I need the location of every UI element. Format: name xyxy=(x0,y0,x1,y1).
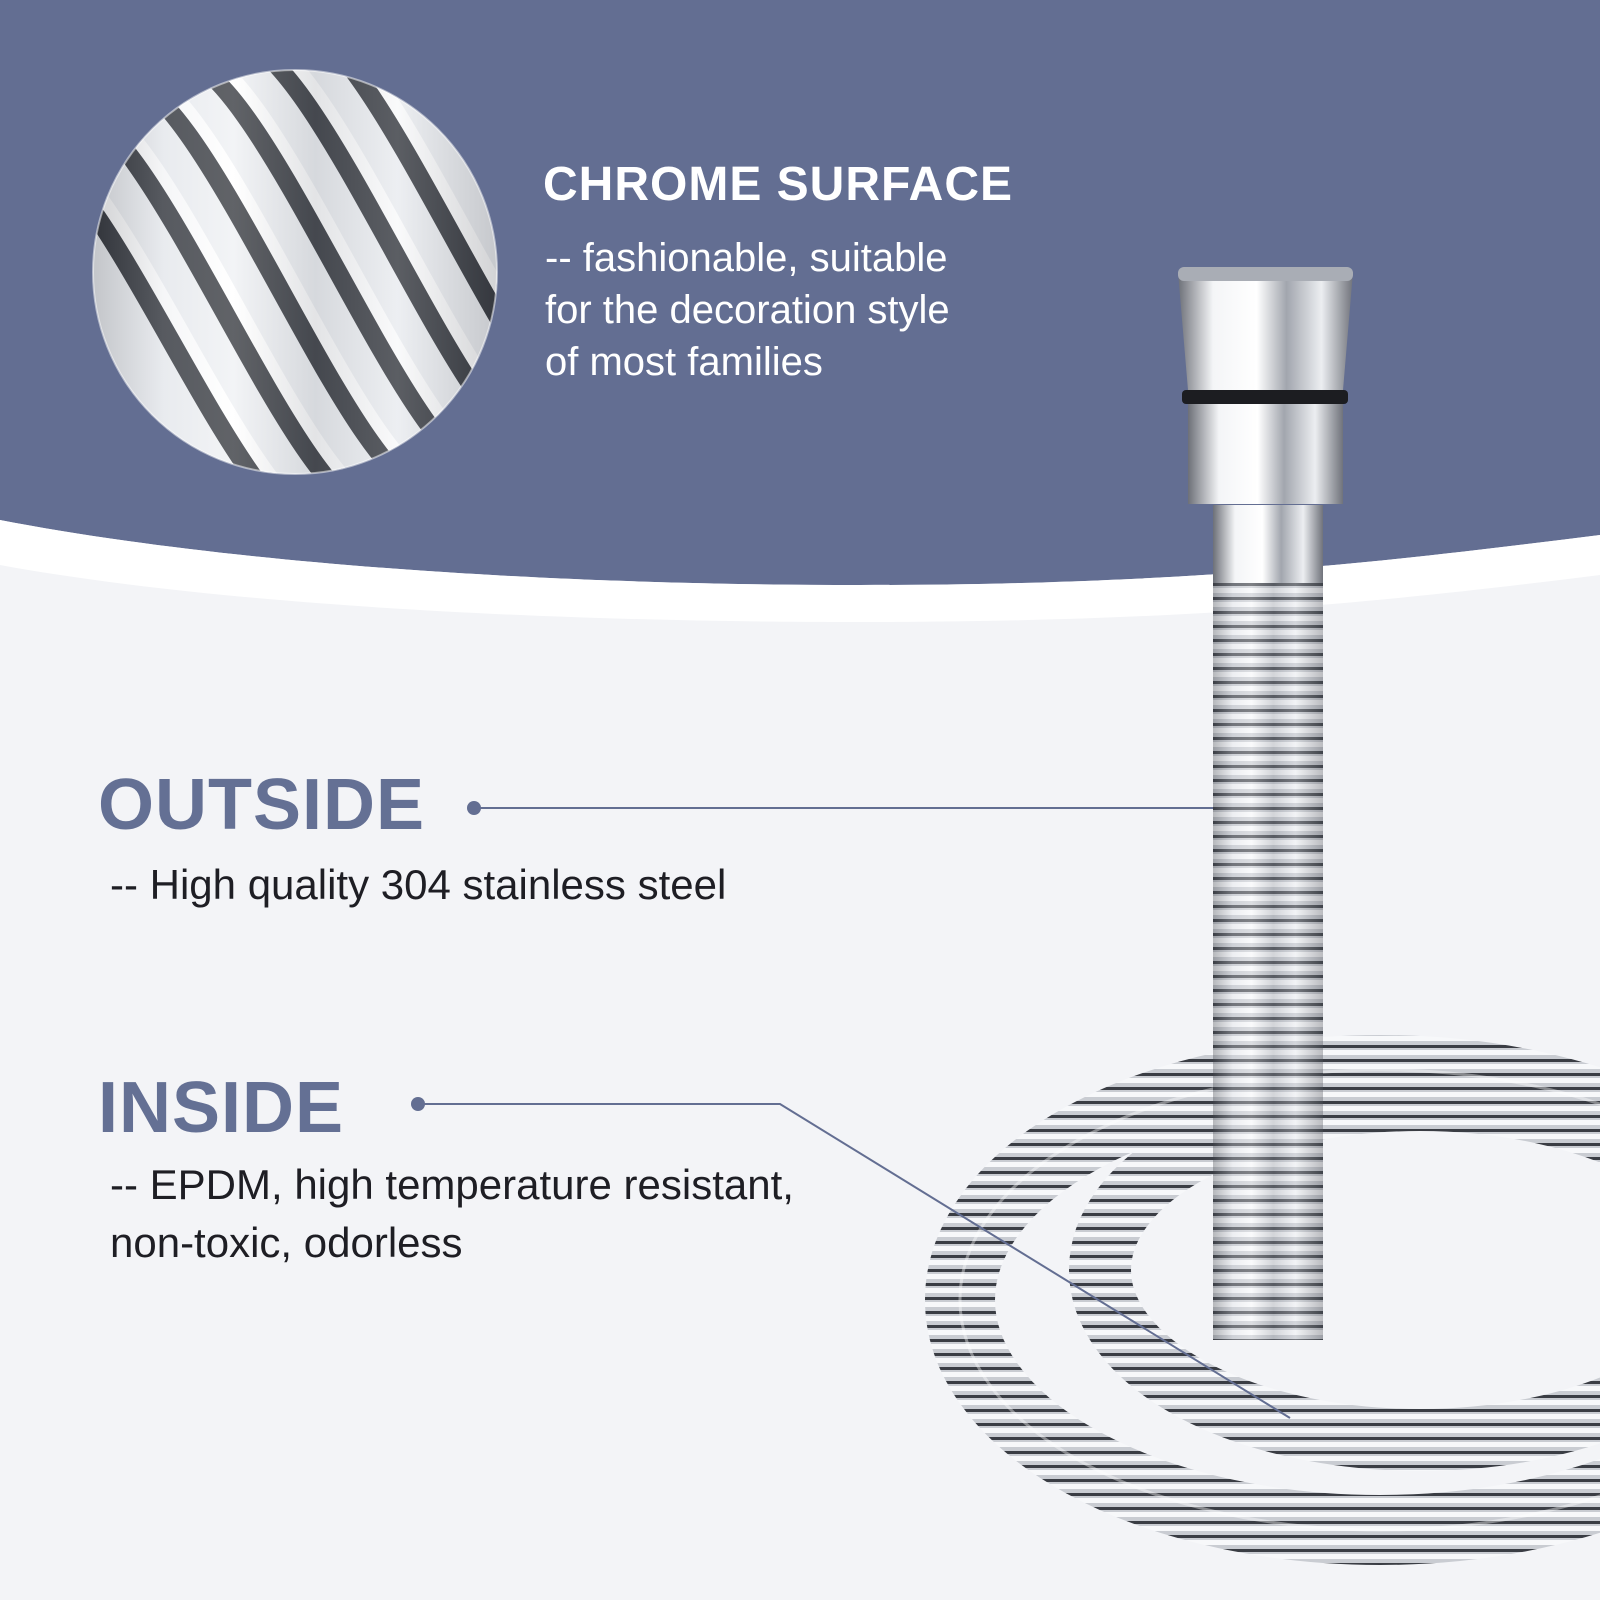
banner-wave-highlight xyxy=(0,520,1600,622)
chrome-surface-title: CHROME SURFACE xyxy=(543,158,1014,211)
hose-nut-upper xyxy=(1178,272,1353,390)
outside-title: OUTSIDE xyxy=(98,765,426,845)
inside-title: INSIDE xyxy=(98,1068,345,1148)
hose-connector-neck xyxy=(1213,505,1323,583)
hose-nut-lower xyxy=(1188,404,1343,504)
outside-callout-dot xyxy=(467,801,481,815)
outside-description: -- High quality 304 stainless steel xyxy=(110,861,727,908)
chrome-surface-line: -- fashionable, suitable xyxy=(545,236,948,280)
o-ring xyxy=(1182,390,1348,404)
chrome-surface-closeup xyxy=(93,70,497,474)
chrome-surface-line: of most families xyxy=(545,340,823,384)
chrome-surface-description: -- fashionable, suitable for the decorat… xyxy=(545,232,1065,388)
hose-coil xyxy=(925,1035,1600,1565)
inside-callout-dot xyxy=(411,1097,425,1111)
chrome-surface-line: for the decoration style xyxy=(545,288,950,332)
callout-lines xyxy=(418,807,1291,1419)
inside-line: non-toxic, odorless xyxy=(110,1219,463,1266)
inside-line: -- EPDM, high temperature resistant, xyxy=(110,1161,794,1208)
inside-description: -- EPDM, high temperature resistant, non… xyxy=(110,1156,870,1272)
